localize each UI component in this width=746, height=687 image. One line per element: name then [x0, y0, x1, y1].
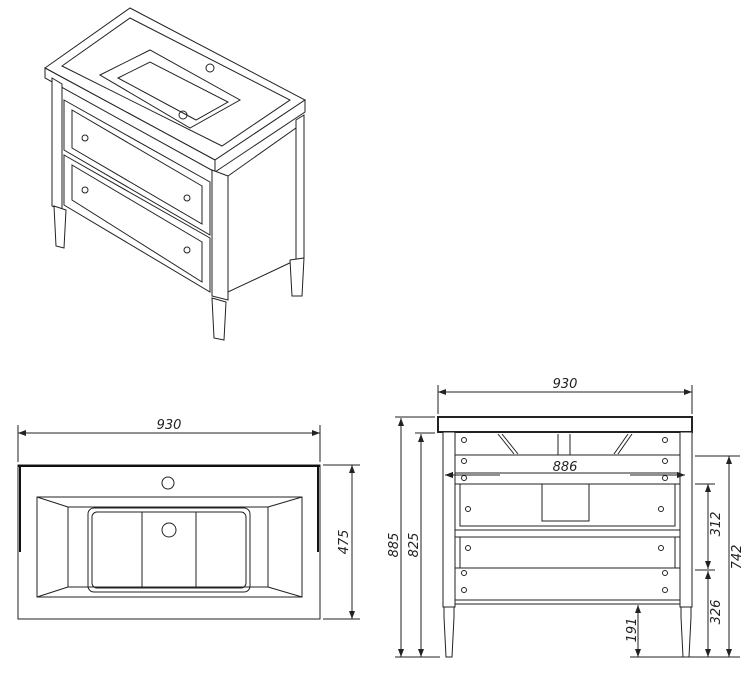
cabinet-height-dimension: 825 — [407, 533, 422, 558]
countertop-outline — [17, 464, 321, 620]
lower-drawer-dimension: 326 — [709, 600, 724, 625]
body-height-dimension: 742 — [730, 545, 745, 570]
top-width-dimension: 930 — [157, 418, 182, 433]
isometric-view — [44, 7, 306, 341]
faucet-hole — [161, 476, 175, 490]
screw-holes — [461, 437, 668, 593]
front-view: 930 886 — [387, 377, 745, 658]
front-post — [211, 169, 229, 301]
leg — [53, 205, 67, 249]
top-view: 930 475 — [17, 418, 360, 620]
total-height-dimension: 885 — [387, 533, 402, 558]
drawer-bottom — [63, 154, 211, 293]
drain-hole — [178, 110, 188, 120]
overall-width-dimension: 930 — [553, 377, 578, 392]
leg — [211, 297, 227, 341]
left-post — [442, 431, 456, 608]
right-leg — [680, 606, 692, 658]
leg-clearance-dimension: 191 — [625, 618, 640, 643]
top-depth-dimension: 475 — [337, 530, 352, 555]
basin-bowl — [87, 507, 251, 593]
leg — [289, 257, 305, 297]
upper-drawer-dimension: 312 — [709, 512, 724, 537]
left-leg — [443, 606, 455, 658]
drawer-top — [63, 99, 211, 236]
drain-hole — [161, 522, 177, 538]
inner-width-dimension: 886 — [553, 460, 578, 475]
right-post — [295, 114, 305, 263]
faucet-hole — [205, 63, 215, 73]
countertop — [437, 416, 693, 433]
right-post — [679, 431, 693, 608]
left-post — [51, 77, 63, 211]
